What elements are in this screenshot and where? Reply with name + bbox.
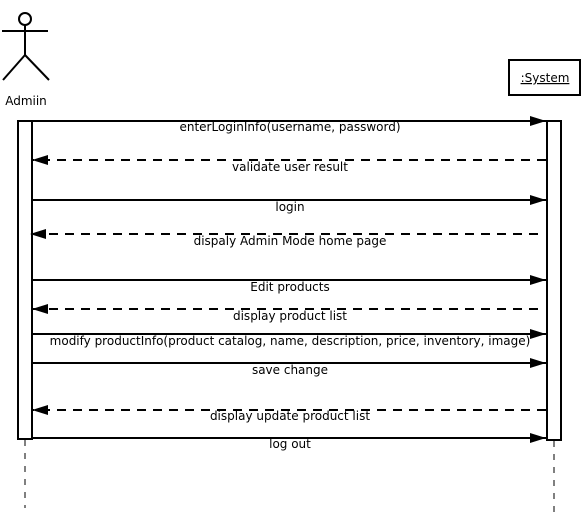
system-activation-bar xyxy=(546,120,562,441)
message-1: enterLoginInfo(username, password) xyxy=(33,116,546,134)
message-label: display update product list xyxy=(210,409,370,423)
message-6: display product list xyxy=(32,304,538,323)
arrowhead-icon xyxy=(32,304,48,314)
message-label: login xyxy=(275,200,304,214)
arrowhead-icon xyxy=(530,433,546,443)
arrowhead-icon xyxy=(530,329,546,339)
actor-right-leg xyxy=(24,54,50,81)
message-7: modify productInfo(product catalog, name… xyxy=(33,329,546,348)
message-label: display product list xyxy=(233,309,347,323)
message-label: Edit products xyxy=(250,280,329,294)
message-label: enterLoginInfo(username, password) xyxy=(179,120,400,134)
actor-left-leg xyxy=(2,54,26,81)
message-label: validate user result xyxy=(232,160,348,174)
message-label: dispaly Admin Mode home page xyxy=(194,234,387,248)
arrowhead-icon xyxy=(530,275,546,285)
arrowhead-icon xyxy=(530,195,546,205)
system-object-box xyxy=(508,59,581,96)
message-10: log out xyxy=(33,433,546,451)
arrowhead-icon xyxy=(530,358,546,368)
arrowhead-icon xyxy=(32,155,48,165)
message-label: modify productInfo(product catalog, name… xyxy=(50,334,531,348)
system-name: :System xyxy=(521,71,570,85)
actor-activation-bar xyxy=(17,120,33,440)
arrowhead-icon xyxy=(32,405,48,415)
message-2: validate user result xyxy=(32,155,546,174)
arrowhead-icon xyxy=(530,116,546,126)
message-5: Edit products xyxy=(33,275,546,294)
actor-head xyxy=(18,12,32,26)
message-4: dispaly Admin Mode home page xyxy=(30,229,538,248)
actor-name: Admiin xyxy=(5,94,47,108)
actor-figure xyxy=(2,12,50,81)
message-3: login xyxy=(33,195,546,214)
messages-group: enterLoginInfo(username, password) valida… xyxy=(30,116,546,451)
message-9: display update product list xyxy=(32,405,546,423)
message-label: save change xyxy=(252,363,328,377)
arrowhead-icon xyxy=(30,229,46,239)
message-label: log out xyxy=(269,437,311,451)
message-8: save change xyxy=(33,358,546,377)
